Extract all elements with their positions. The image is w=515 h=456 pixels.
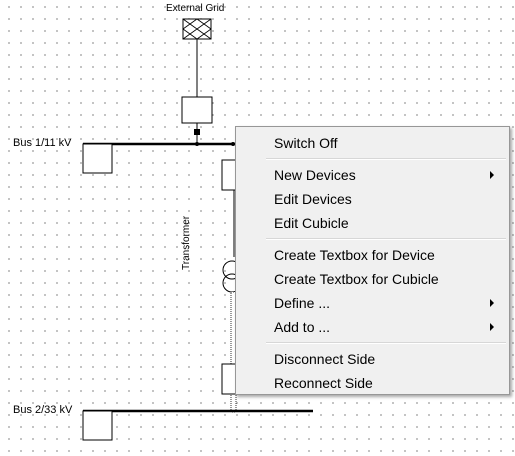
- menu-item-switch-off[interactable]: Switch Off: [236, 131, 509, 155]
- menu-separator: [266, 238, 506, 240]
- bus1-label: Bus 1/11 kV: [13, 137, 72, 149]
- menu-item-label: Switch Off: [274, 135, 338, 151]
- menu-item-label: Reconnect Side: [274, 375, 373, 391]
- menu-item-create-textbox-cubicle[interactable]: Create Textbox for Cubicle: [236, 267, 509, 291]
- menu-item-define[interactable]: Define ...: [236, 291, 509, 315]
- menu-item-edit-devices[interactable]: Edit Devices: [236, 187, 509, 211]
- menu-item-label: Define ...: [274, 295, 331, 311]
- menu-item-label: Create Textbox for Cubicle: [274, 271, 439, 287]
- bus1-grid-node: [195, 142, 199, 146]
- menu-item-add-to[interactable]: Add to ...: [236, 315, 509, 339]
- submenu-arrow-icon: [490, 323, 494, 331]
- menu-item-label: Add to ...: [274, 319, 331, 335]
- menu-item-create-textbox-device[interactable]: Create Textbox for Device: [236, 243, 509, 267]
- transformer-label: Transformer: [181, 215, 192, 270]
- grid-breaker[interactable]: [194, 129, 200, 135]
- menu-item-label: New Devices: [274, 167, 356, 183]
- menu-item-label: Create Textbox for Device: [274, 247, 435, 263]
- grid-cubicle-box[interactable]: [181, 96, 213, 124]
- external-grid-label: External Grid: [166, 3, 225, 14]
- submenu-arrow-icon: [490, 299, 494, 307]
- bus2-label: Bus 2/33 kV: [13, 404, 73, 416]
- menu-item-reconnect-side[interactable]: Reconnect Side: [236, 371, 509, 395]
- menu-item-label: Edit Devices: [274, 191, 352, 207]
- menu-item-label: Edit Cubicle: [274, 215, 349, 231]
- bus1-transformer-node: [231, 142, 235, 146]
- bus1-box[interactable]: [82, 143, 113, 174]
- menu-item-disconnect-side[interactable]: Disconnect Side: [236, 347, 509, 371]
- external-grid-symbol[interactable]: [182, 18, 212, 40]
- menu-item-edit-cubicle[interactable]: Edit Cubicle: [236, 211, 509, 235]
- context-menu: Switch Off New Devices Edit Devices Edit…: [235, 126, 510, 395]
- menu-item-label: Disconnect Side: [274, 351, 376, 367]
- menu-separator: [266, 342, 506, 344]
- menu-item-new-devices[interactable]: New Devices: [236, 163, 509, 187]
- menu-separator: [266, 158, 506, 160]
- bus2-box[interactable]: [82, 410, 113, 441]
- submenu-arrow-icon: [490, 171, 494, 179]
